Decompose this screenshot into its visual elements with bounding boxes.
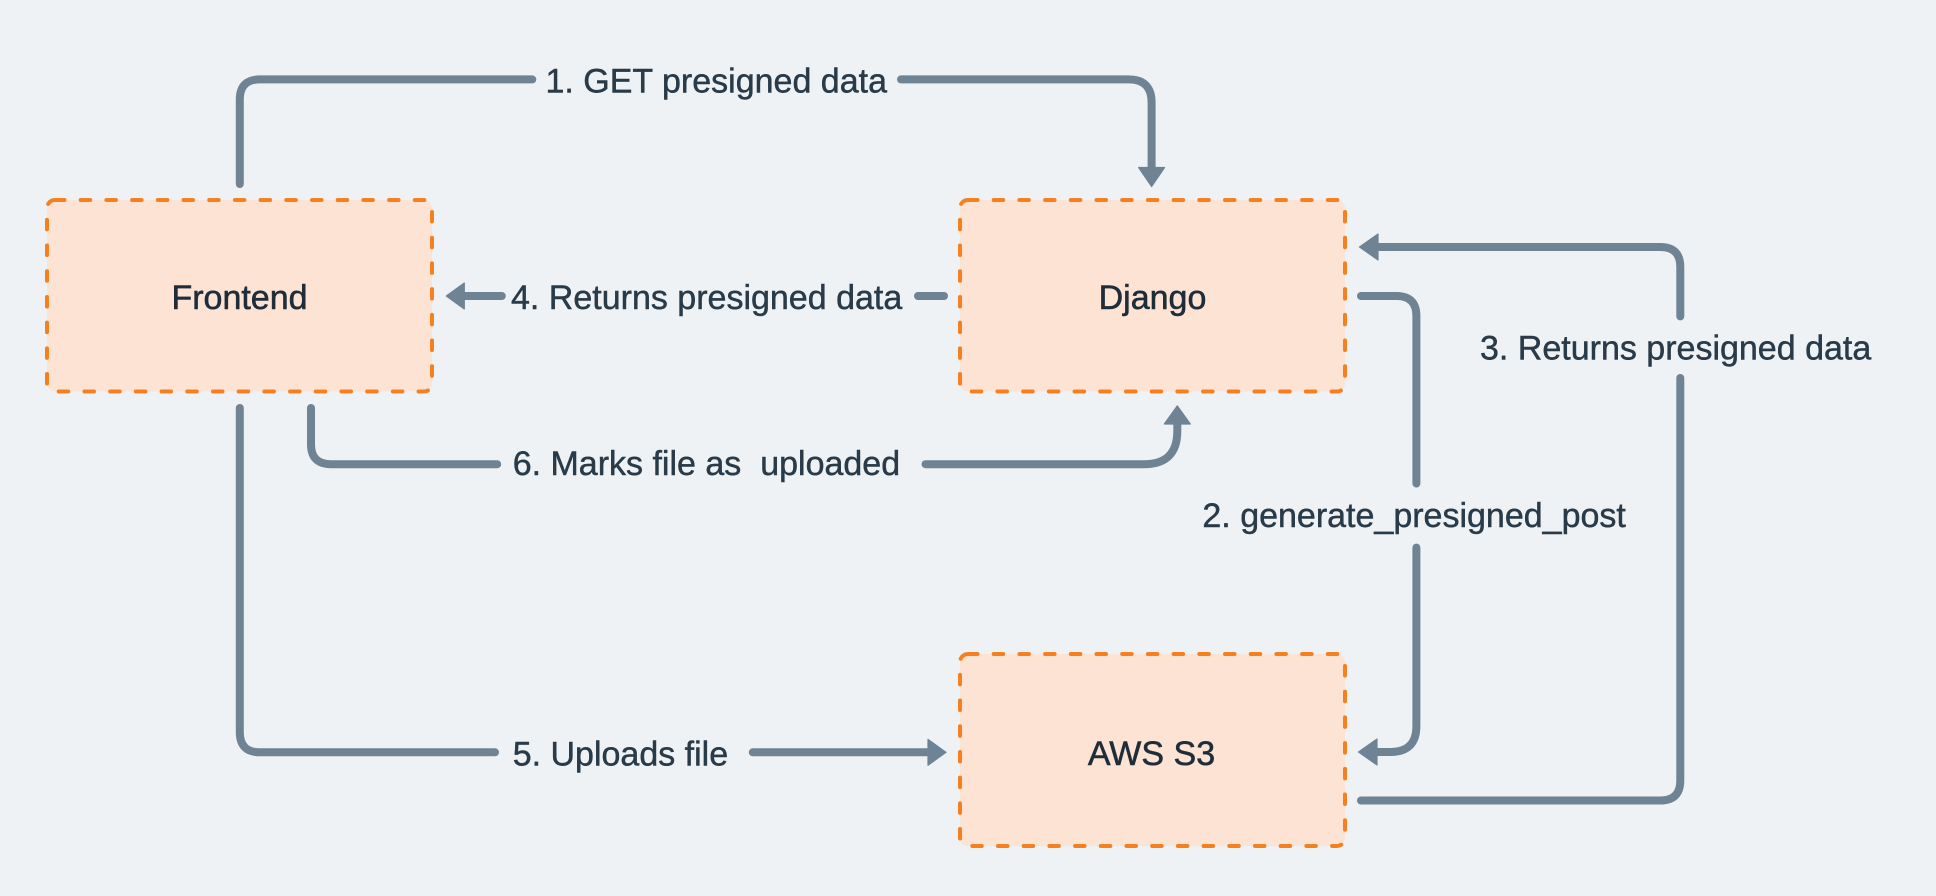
svg-text:Django: Django (1099, 279, 1207, 317)
svg-text:3. Returns presigned data: 3. Returns presigned data (1480, 330, 1871, 368)
svg-text:Frontend: Frontend (171, 279, 307, 317)
svg-text:5. Uploads file: 5. Uploads file (513, 735, 728, 773)
svg-text:6. Marks file as uploaded: 6. Marks file as uploaded (513, 445, 900, 483)
svg-text:4. Returns presigned data: 4. Returns presigned data (511, 279, 902, 317)
svg-text:1. GET presigned data: 1. GET presigned data (546, 62, 888, 100)
svg-text:2. generate_presigned_post: 2. generate_presigned_post (1202, 497, 1626, 535)
svg-text:AWS S3: AWS S3 (1088, 735, 1215, 773)
